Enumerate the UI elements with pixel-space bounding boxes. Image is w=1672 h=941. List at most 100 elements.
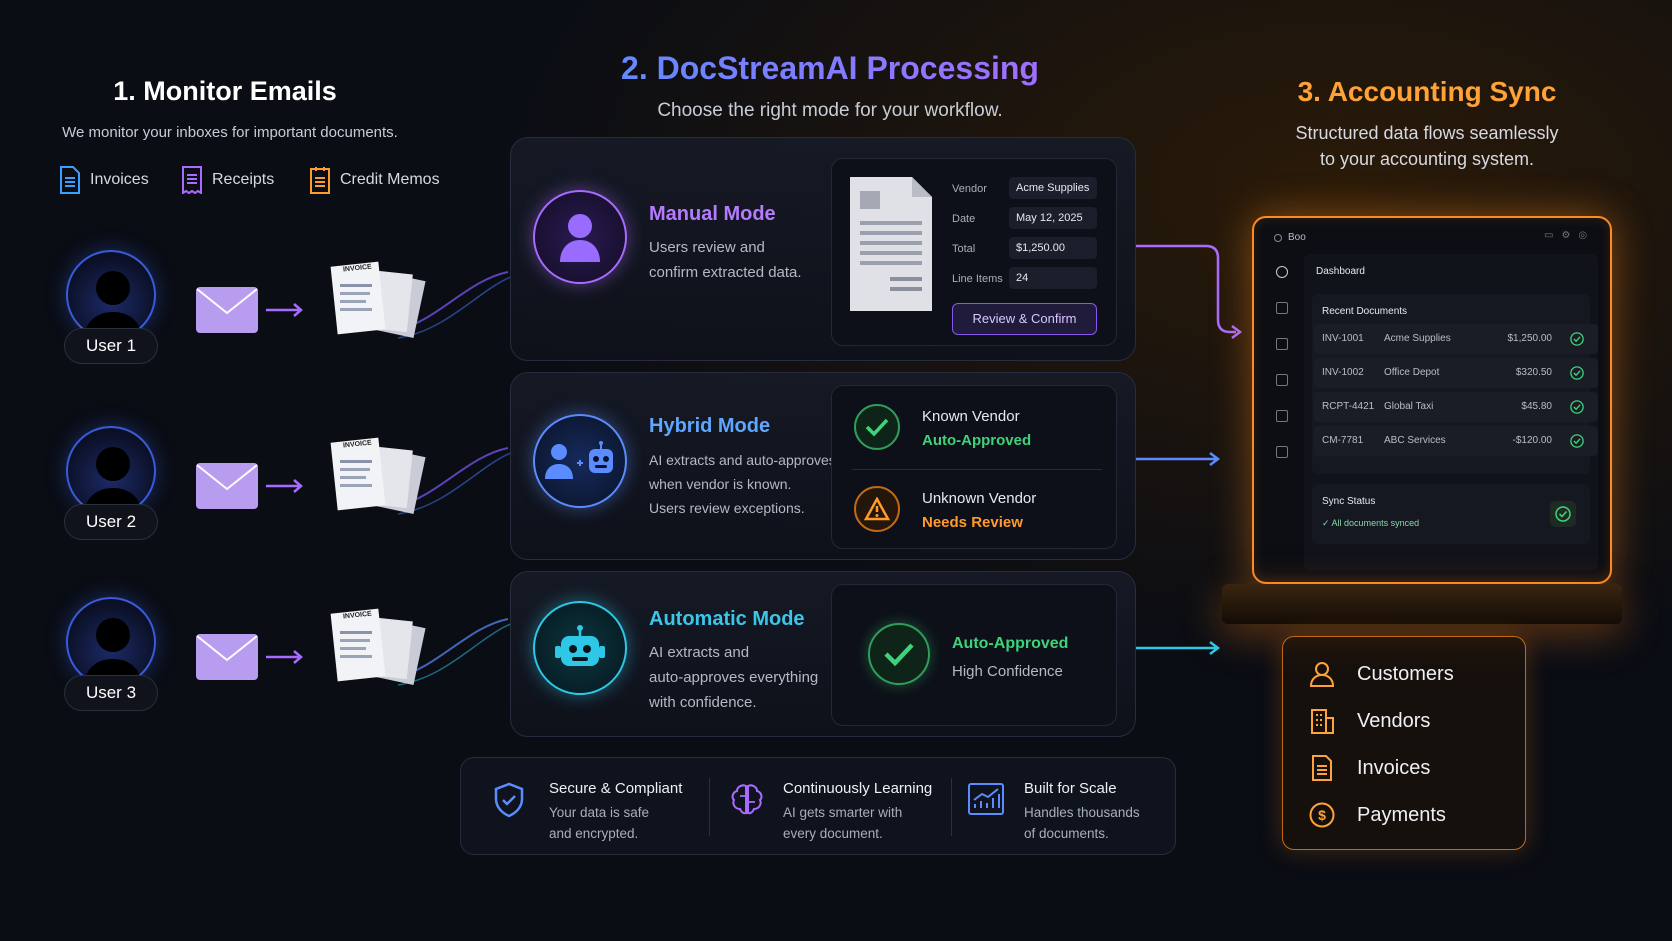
divider [709,778,710,836]
sync-target-payments: $ Payments [1309,802,1446,828]
growth-chart-icon [968,783,1004,815]
reports-icon[interactable] [1276,374,1288,386]
person-silhouette-icon [82,618,144,685]
sync-status-label: Sync Status [1322,496,1376,507]
arrow-right-icon [266,479,303,493]
automatic-mode-desc-2: auto-approves everything [649,669,819,686]
table-row[interactable]: CM-7781 ABC Services -$120.00 [1314,426,1598,456]
processing-title: 2. DocStreamAI Processing [560,50,1100,87]
doc-type-invoices: Invoices [58,166,149,194]
check-circle-icon [1550,501,1576,527]
automatic-mode-card[interactable]: Automatic Mode AI extracts and auto-appr… [510,571,1136,737]
manual-mode-desc-2: confirm extracted data. [649,264,802,281]
table-row[interactable]: INV-1002 Office Depot $320.50 [1314,358,1598,388]
settings-icon[interactable] [1276,446,1288,458]
feature-title-learning: Continuously Learning [783,780,933,797]
manual-mode-card[interactable]: Manual Mode Users review and confirm ext… [510,137,1136,361]
documents-icon[interactable] [1276,338,1288,350]
hybrid-mode-desc-2: when vendor is known. [649,476,792,492]
field-label-total: Total [952,243,976,255]
user-avatar [66,250,156,340]
window-controls-icon[interactable]: ▭⚙◎ [1544,230,1596,241]
feature-strip: Secure & Compliant Your data is safe and… [460,757,1176,855]
recent-documents-label: Recent Documents [1322,306,1408,317]
table-row[interactable]: INV-1001 Acme Supplies $1,250.00 [1314,324,1598,354]
check-circle-icon [868,623,930,685]
divider [852,469,1102,470]
automatic-status-panel: Auto-Approved High Confidence [831,584,1117,726]
feature-desc-learning-2: every document. [783,826,883,841]
user-label: User 3 [64,675,158,711]
doc-type-credit-memos: Credit Memos [308,166,440,194]
memo-icon [310,167,330,194]
field-value-line-items[interactable]: 24 [1009,267,1097,289]
check-circle-icon [1570,400,1584,414]
documents-stack-icon [330,437,514,515]
field-label-vendor: Vendor [952,183,987,195]
unknown-vendor-status: Needs Review [922,514,1023,531]
field-label-date: Date [952,213,976,225]
sync-target-customers: Customers [1309,661,1454,687]
manual-sync-arrow [1136,244,1243,339]
field-value-vendor[interactable]: Acme Supplies [1009,177,1097,199]
manual-review-panel: Vendor Acme Supplies Date May 12, 2025 T… [831,158,1117,346]
field-value-total[interactable]: $1,250.00 [1009,237,1097,259]
user-icon[interactable] [1276,266,1288,278]
check-circle-icon [1570,366,1584,380]
user-label: User 1 [64,328,158,364]
hybrid-mode-card[interactable]: Hybrid Mode AI extracts and auto-approve… [510,372,1136,560]
feature-desc-secure-1: Your data is safe [549,805,650,820]
user-row-2: User 2 INVOICE [60,426,514,546]
table-row[interactable]: RCPT-4421 Global Taxi $45.80 [1314,392,1598,422]
doc-type-label: Invoices [90,171,149,188]
person-icon [1309,662,1335,687]
sync-target-label: Customers [1357,662,1454,685]
accounting-sync-subtitle-2: to your accounting system. [1319,149,1535,169]
doc-amount: -$120.00 [1512,435,1552,446]
documents-stack-icon [330,261,514,339]
high-confidence-label: High Confidence [952,663,1063,680]
person-robot-icon [545,441,613,479]
arrow-right-icon [266,303,303,317]
doc-id: INV-1001 [1322,333,1364,344]
invoices-icon[interactable] [1276,410,1288,422]
hybrid-status-panel: Known Vendor Auto-Approved Unknown Vendo… [831,385,1117,549]
unknown-vendor-label: Unknown Vendor [922,490,1037,507]
manual-mode-desc-1: Users review and [649,239,765,256]
accounting-sync-title: 3. Accounting Sync [1297,76,1557,107]
field-label-line-items: Line Items [952,273,1003,285]
review-confirm-button[interactable]: Review & Confirm [952,303,1097,335]
sync-status-value: ✓ All documents synced [1322,518,1420,528]
app-sidebar [1268,256,1296,566]
manual-mode-title: Manual Mode [649,203,776,225]
field-value-date[interactable]: May 12, 2025 [1009,207,1097,229]
sync-target-label: Vendors [1357,709,1431,732]
document-icon [60,166,80,194]
contacts-icon[interactable] [1276,302,1288,314]
monitor-emails-subtitle: We monitor your inboxes for important do… [62,124,398,141]
doc-vendor: Acme Supplies [1384,333,1451,344]
hybrid-mode-desc-3: Users review exceptions. [649,500,805,516]
hybrid-mode-desc-1: AI extracts and auto-approves [649,452,836,468]
check-circle-icon [1570,332,1584,346]
doc-vendor: ABC Services [1384,435,1446,446]
feature-title-secure: Secure & Compliant [549,780,683,797]
user-avatar [66,426,156,516]
doc-id: CM-7781 [1322,435,1364,446]
sync-target-invoices: Invoices [1309,755,1430,781]
sync-target-label: Payments [1357,803,1446,826]
auto-approved-status: Auto-Approved [952,635,1069,652]
app-name: Boo [1288,232,1306,243]
processing-subtitle: Choose the right mode for your workflow. [657,100,1003,121]
hybrid-mode-icon [533,414,627,508]
doc-id: RCPT-4421 [1322,401,1375,412]
known-vendor-label: Known Vendor [922,408,1020,425]
building-icon [1311,709,1334,734]
document-preview-icon [850,177,932,311]
sync-target-vendors: Vendors [1309,708,1430,734]
divider [951,778,952,836]
svg-text:$: $ [1318,807,1326,823]
doc-id: INV-1002 [1322,367,1364,378]
user-label: User 2 [64,504,158,540]
feature-desc-learning-1: AI gets smarter with [783,805,903,820]
